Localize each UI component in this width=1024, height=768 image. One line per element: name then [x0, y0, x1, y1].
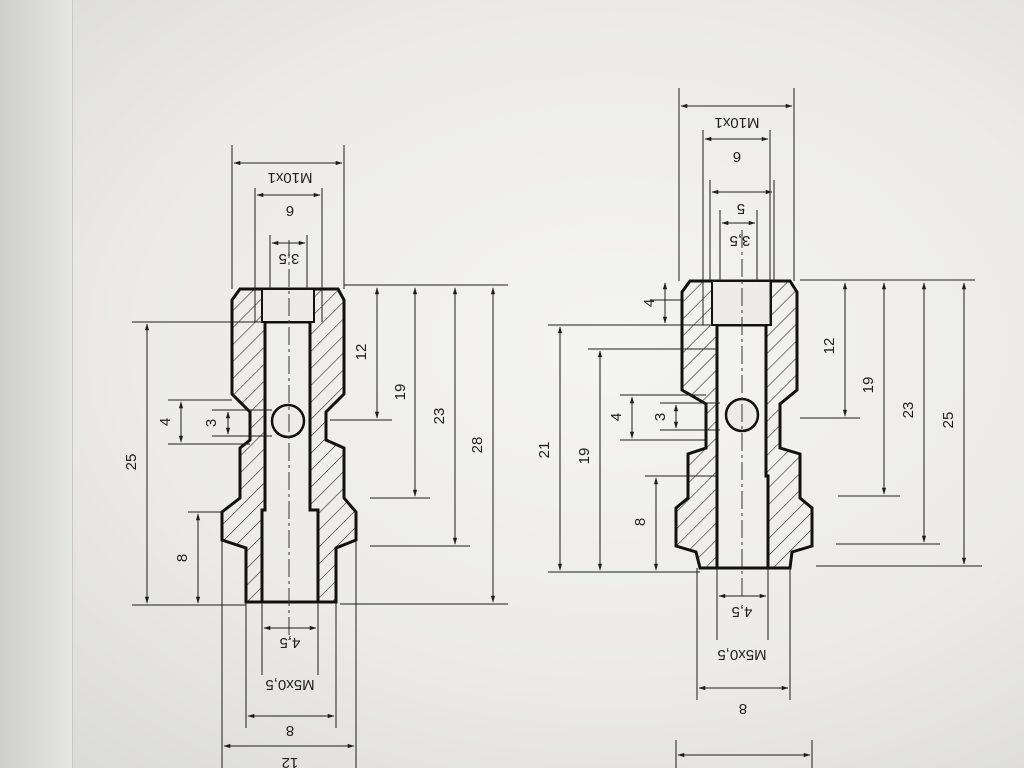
right-dim-25: 25	[940, 412, 957, 429]
right-dim-4: 4	[608, 413, 625, 421]
left-part-labels: M10x1 6 3,5 12 19 23 28 25 8 4 3 4,5 M5x…	[123, 169, 486, 768]
left-dim-3: 3	[203, 419, 220, 427]
right-part-drawing	[548, 88, 982, 768]
left-dim-4-5: 4,5	[280, 634, 301, 651]
left-dim-4: 4	[157, 418, 174, 426]
right-dim-23: 23	[900, 402, 917, 419]
left-dim-12: 12	[353, 344, 370, 361]
left-cross-hole	[270, 403, 306, 439]
right-dim-3: 3	[652, 413, 669, 421]
left-dim-m5x0-5: M5x0,5	[265, 676, 314, 693]
left-dim-19: 19	[392, 384, 409, 401]
left-dim-m10x1: M10x1	[267, 169, 312, 186]
left-part-drawing	[132, 145, 508, 768]
right-dim-3-5: 3,5	[730, 232, 751, 249]
right-dim-4-5: 4,5	[732, 603, 753, 620]
right-dim-21: 21	[536, 442, 553, 459]
page-edge	[0, 0, 73, 768]
left-dim-25: 25	[123, 454, 140, 471]
right-part-labels: M10x1 6 5 3,5 4 12 19 23 25 21 19 4 3 8 …	[536, 114, 957, 717]
right-dim-19-left: 19	[576, 448, 593, 465]
right-dim-4-top: 4	[641, 299, 658, 307]
left-dim-3-5: 3,5	[279, 250, 300, 267]
right-dim-8-bottom: 8	[739, 700, 747, 717]
left-dim-8-bottom: 8	[286, 722, 294, 739]
left-dim-6: 6	[286, 202, 294, 219]
left-dim-8: 8	[174, 554, 191, 562]
left-dim-28: 28	[469, 437, 486, 454]
right-dim-m5x0-5: M5x0,5	[717, 646, 766, 663]
right-dim-8: 8	[632, 518, 649, 526]
left-dim-23: 23	[431, 408, 448, 425]
right-dim-12: 12	[821, 338, 838, 355]
left-dim-12-bottom: 12	[282, 754, 299, 768]
right-dim-m10x1: M10x1	[714, 114, 759, 131]
right-dim-6: 6	[733, 148, 741, 165]
right-dim-19: 19	[860, 377, 877, 394]
right-part-section	[674, 279, 814, 570]
right-dim-5: 5	[737, 200, 745, 217]
